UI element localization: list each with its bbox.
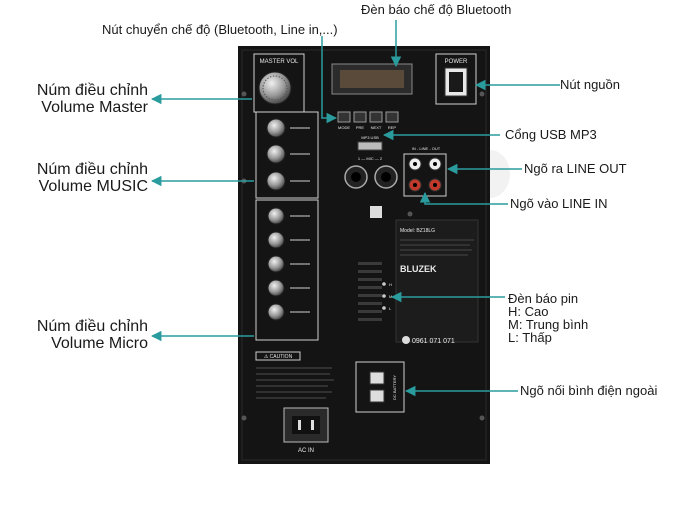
mic-knob-3[interactable] xyxy=(267,255,285,273)
usb-port[interactable] xyxy=(357,141,383,151)
ext-dc-label: DC BATTERY xyxy=(392,375,397,400)
label-ext-battery: Ngõ nối bình điện ngoài xyxy=(520,383,658,398)
mic-knob-4[interactable] xyxy=(267,279,285,297)
label-line-in: Ngõ vào LINE IN xyxy=(510,196,608,211)
brand-label: BLUZEK xyxy=(400,264,437,274)
svg-text:M: M xyxy=(389,294,392,299)
vent-slots xyxy=(358,262,382,321)
svg-text:MODE: MODE xyxy=(338,125,350,130)
caution-text-lines xyxy=(256,367,334,399)
music-knob-2[interactable] xyxy=(266,144,286,164)
svg-text:REP: REP xyxy=(388,125,397,130)
rep-button[interactable] xyxy=(385,111,399,123)
label-music-volume: Núm điều chỉnh Volume MUSIC xyxy=(36,161,148,195)
battery-led-low xyxy=(382,306,386,310)
label-bluetooth-indicator: Đèn báo chế độ Bluetooth xyxy=(361,2,512,17)
spec-plate xyxy=(395,219,479,343)
qc-sticker xyxy=(370,206,382,218)
ac-in-label: AC IN xyxy=(298,448,314,454)
ext-battery-terminal-2[interactable] xyxy=(369,389,385,403)
music-knobs-frame xyxy=(255,111,319,199)
label-battery: Đèn báo pin H: Cao M: Trung bình L: Thấp xyxy=(508,291,589,345)
mic-knob-2[interactable] xyxy=(267,231,285,249)
label-mic-volume: Núm điều chỉnh Volume Micro xyxy=(36,318,148,352)
mp3-usb-label: MP3 USB xyxy=(361,135,379,140)
master-volume-knob[interactable] xyxy=(258,71,292,105)
power-panel-label: POWER xyxy=(445,59,468,65)
model-label: Model: BZ18LG xyxy=(400,228,435,234)
master-vol-label: MASTER VOL xyxy=(260,59,299,65)
ext-battery-frame xyxy=(355,361,405,413)
arrow-mode-button xyxy=(321,36,338,124)
caution-label: ⚠ CAUTION xyxy=(264,354,293,360)
label-line-out: Ngõ ra LINE OUT xyxy=(524,161,627,176)
music-knob-3[interactable] xyxy=(266,171,286,191)
mic-knob-1[interactable] xyxy=(267,207,285,225)
next-button[interactable] xyxy=(369,111,383,123)
battery-led-high xyxy=(382,282,386,286)
caution-box xyxy=(255,351,301,361)
in-line-out-label: IN - LINE - OUT xyxy=(412,146,441,151)
mic-knob-5[interactable] xyxy=(267,303,285,321)
power-frame xyxy=(435,53,477,105)
label-power: Nút nguồn xyxy=(560,77,620,92)
hotline-label: 0961 071 071 xyxy=(412,338,455,345)
svg-text:NEXT: NEXT xyxy=(371,125,382,130)
mode-button[interactable] xyxy=(337,111,351,123)
music-knob-1[interactable] xyxy=(266,118,286,138)
mic-knobs-frame xyxy=(255,199,319,341)
battery-led-mid xyxy=(382,294,386,298)
pre-button[interactable] xyxy=(353,111,367,123)
mic-label: 1 — MIC — 2 xyxy=(358,156,383,161)
svg-text:L: L xyxy=(389,306,392,311)
svg-text:H: H xyxy=(389,282,392,287)
svg-text:PRE: PRE xyxy=(356,125,365,130)
label-usb: Cổng USB MP3 xyxy=(505,127,597,142)
battery-leds: H M L xyxy=(382,282,392,311)
label-master-volume: Núm điều chỉnh Volume Master xyxy=(36,82,148,116)
ext-battery-terminal-1[interactable] xyxy=(369,371,385,385)
label-mode-button: Nút chuyển chế độ (Bluetooth, Line in,..… xyxy=(102,22,338,37)
arrow-line-in xyxy=(419,191,508,205)
mode-buttons: MODE PRE NEXT REP xyxy=(337,111,399,130)
